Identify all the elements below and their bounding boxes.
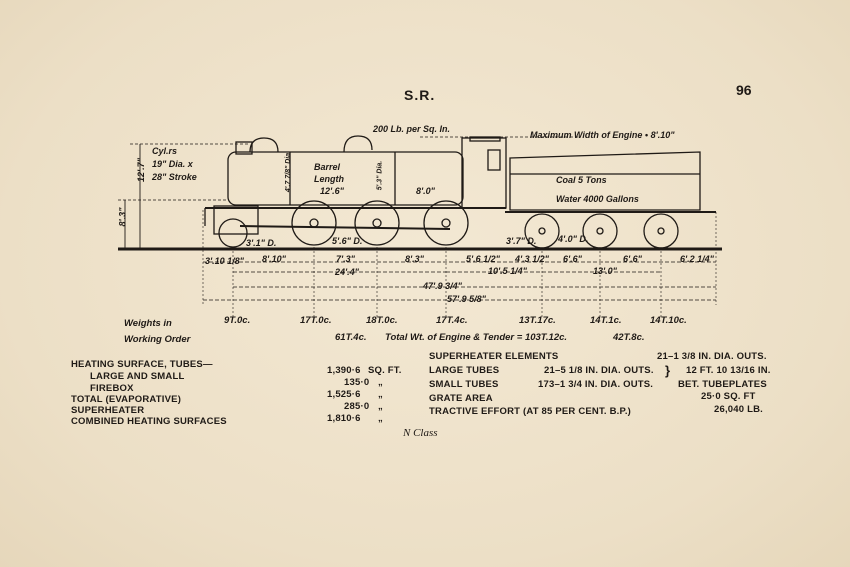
firebox-length: 8'.0" [416,186,435,196]
weights-label-2: Working Order [124,334,191,345]
spec-left-label: HEATING SURFACE, TUBES— [71,359,213,370]
spec-right-label: LARGE TUBES [429,365,500,376]
dim-row3: 47'.9 3/4" [423,281,462,291]
pony-wheel-dia: 3'.1" D. [246,238,277,248]
cylinders-label-1: Cyl.rs [152,146,178,156]
boiler-dia-rear: 5'.3" Dia. [376,160,384,191]
axle-weight-7: 14T.10c. [650,315,687,326]
spec-left-label: COMBINED HEATING SURFACES [71,416,227,427]
dim-row1-1: 3'.10 1/8" [205,256,244,266]
water-capacity: Water 4000 Gallons [556,194,639,204]
max-width-label: Maximum Width of Engine • 8'.10" [530,130,675,140]
cab [461,137,507,209]
driving-wheel-2 [354,200,400,246]
tender-total-weight: 42T.8c. [613,332,645,343]
page-number: 96 [736,82,752,98]
spec-right-value: 173–1 3/4 IN. DIA. OUTS. [538,379,654,390]
pressure-label: 200 Lb. per Sq. In. [373,124,451,134]
barrel-label-3: 12'.6" [320,186,344,196]
spec-right-label: SMALL TUBES [429,379,499,390]
dim-row1-2: 8'.10" [262,254,286,264]
spec-left-label: LARGE AND SMALL [90,371,185,382]
tender-wheel-3 [643,213,679,249]
dim-row1-7: 6'.6" [563,254,582,264]
driving-wheel-3 [423,200,469,246]
cylinder [213,205,259,235]
cylinders-label-3: 28" Stroke [152,172,197,182]
boiler-barrel [227,151,464,206]
dim-row2-1: 24'.4" [335,267,359,277]
tender-body [509,151,701,211]
spec-right-label: TRACTIVE EFFORT (AT 85 PER CENT. B.P.) [429,406,632,417]
dim-row1-6: 4'.3 1/2" [515,254,549,264]
boiler-dia-front: 4'.7 7/8" Dia. [285,150,293,193]
dim-row1-5: 5'.6 1/2" [466,254,500,264]
spec-left-value: 1,525·6 [327,389,361,400]
spec-left-unit: SQ. FT. [368,365,402,376]
barrel-label-2: Length [314,174,344,184]
dim-row1-8: 6'.6" [623,254,642,264]
driving-wheel-1 [291,200,337,246]
axle-weight-3: 18T.0c. [366,315,398,326]
spec-right-value: 25·0 SQ. FT [701,391,756,402]
axle-weight-6: 14T.1c. [590,315,622,326]
spec-left-value: 1,810·6 [327,413,361,424]
spec-left-value: 135·0 [344,377,370,388]
dim-row1-9: 6'.2 1/4" [680,254,714,264]
spec-left-label: FIREBOX [90,383,134,394]
height-boiler-centre: 8'.3" [117,207,128,227]
dim-row2-3: 13'.0" [593,266,617,276]
spec-right-value: 26,040 LB. [714,404,763,415]
height-overall: 12'.7" [135,158,146,182]
dim-row2-2: 10'.5 1/4" [488,266,527,276]
spec-right-label: SUPERHEATER ELEMENTS [429,351,559,362]
spec-right-label: GRATE AREA [429,393,493,404]
pony-wheel [218,218,248,248]
tender-wheel-dia: 4'.0" D. [558,234,589,244]
axle-weight-4: 17T.4c. [436,315,468,326]
spec-left-unit: „ [378,401,383,412]
dim-row1-4: 8'.3" [405,254,424,264]
spec-right-value: 21–5 1/8 IN. DIA. OUTS. [544,365,654,376]
barrel-label-1: Barrel [314,162,341,172]
spec-left-label: SUPERHEATER [71,405,145,416]
spec-left-value: 285·0 [344,401,370,412]
dim-row4: 57'.9 5/8" [447,294,486,304]
cylinders-label-2: 19" Dia. x [152,159,193,169]
figure-caption: N Class [403,427,438,439]
grand-total-weight: Total Wt. of Engine & Tender = 103T.12c. [385,332,568,343]
spec-left-unit: „ [378,377,383,388]
tube-brace: } [665,363,671,378]
weights-label-1: Weights in [124,318,172,329]
axle-weight-5: 13T.17c. [519,315,556,326]
spec-left-value: 1,390·6 [327,365,361,376]
axle-weight-2: 17T.0c. [300,315,332,326]
tube-length-note: BET. TUBEPLATES [678,379,767,390]
dome [249,137,279,153]
driving-wheel-dia: 5'.6" D. [332,236,363,246]
engine-total-weight: 61T.4c. [335,332,367,343]
tube-length-value: 12 FT. 10 13/16 IN. [686,365,771,376]
page-header-title: S.R. [404,87,436,103]
spec-right-value: 21–1 3/8 IN. DIA. OUTS. [657,351,767,362]
spec-left-label: TOTAL (EVAPORATIVE) [71,394,182,405]
coal-capacity: Coal 5 Tons [556,175,607,185]
spec-left-unit: „ [378,413,383,424]
tender-gap-dim: 3'.7" D. [506,236,537,246]
dim-row1-3: 7'.3" [336,254,355,264]
axle-weight-1: 9T.0c. [224,315,251,326]
chimney [235,141,253,155]
spec-left-unit: „ [378,389,383,400]
